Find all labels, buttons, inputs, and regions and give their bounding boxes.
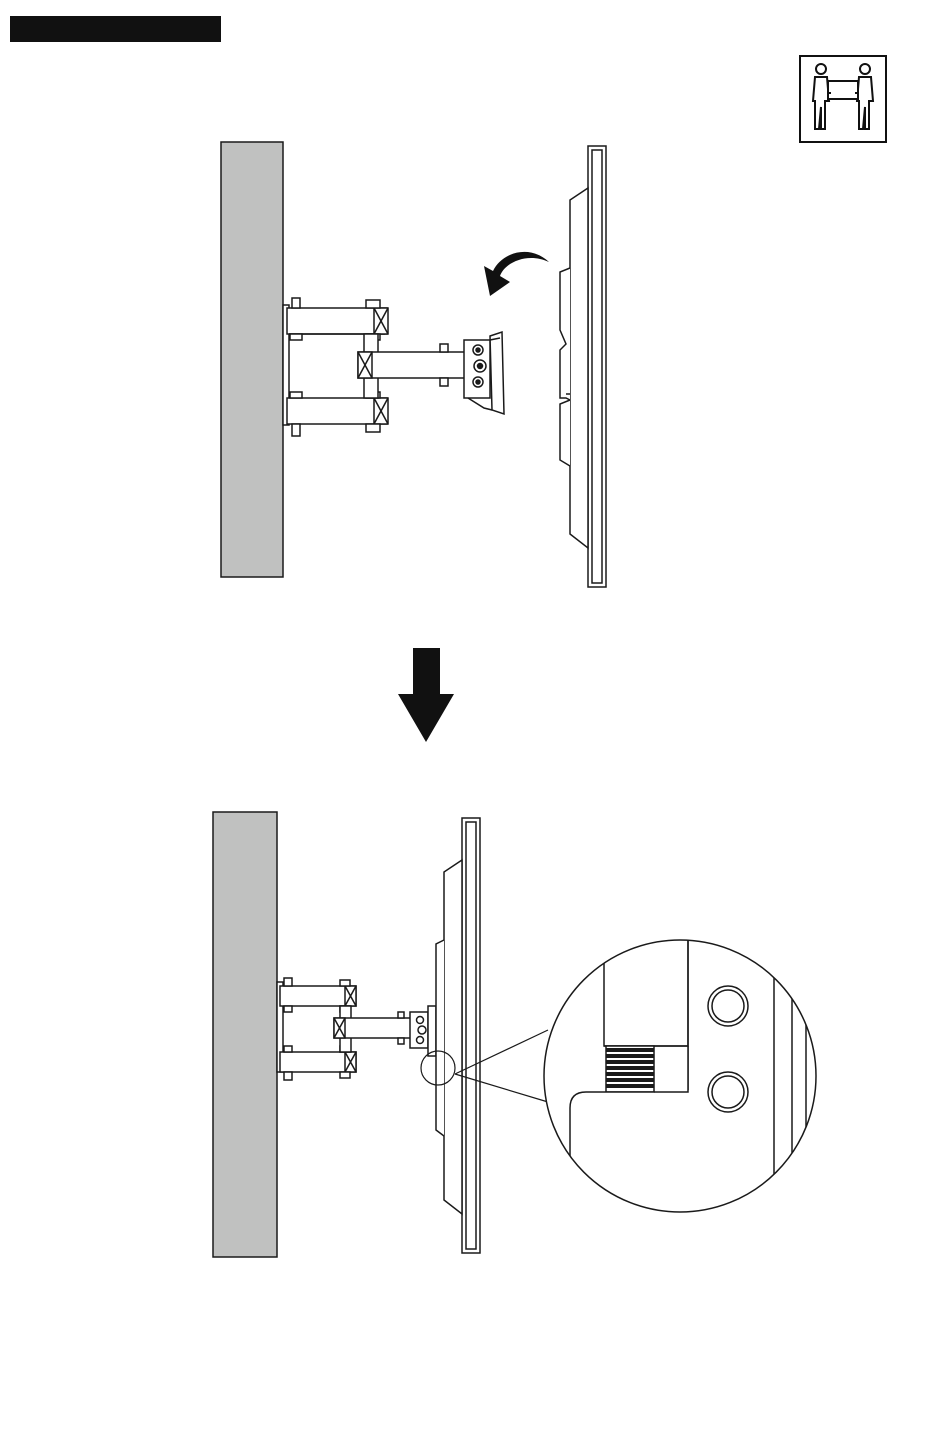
tilt-head	[464, 332, 504, 414]
magnified-detail	[540, 930, 816, 1250]
wall-bottom	[213, 812, 277, 1257]
tv	[560, 146, 606, 587]
curved-arrow-icon	[484, 252, 549, 296]
step-hang-tv	[221, 142, 606, 587]
tv-bottom	[436, 818, 480, 1253]
down-arrow-icon	[398, 648, 454, 742]
step-mounted-detail	[213, 812, 816, 1257]
wall	[221, 142, 283, 577]
threaded-bolt	[606, 1046, 654, 1092]
tilt-head-bottom	[410, 1006, 436, 1056]
